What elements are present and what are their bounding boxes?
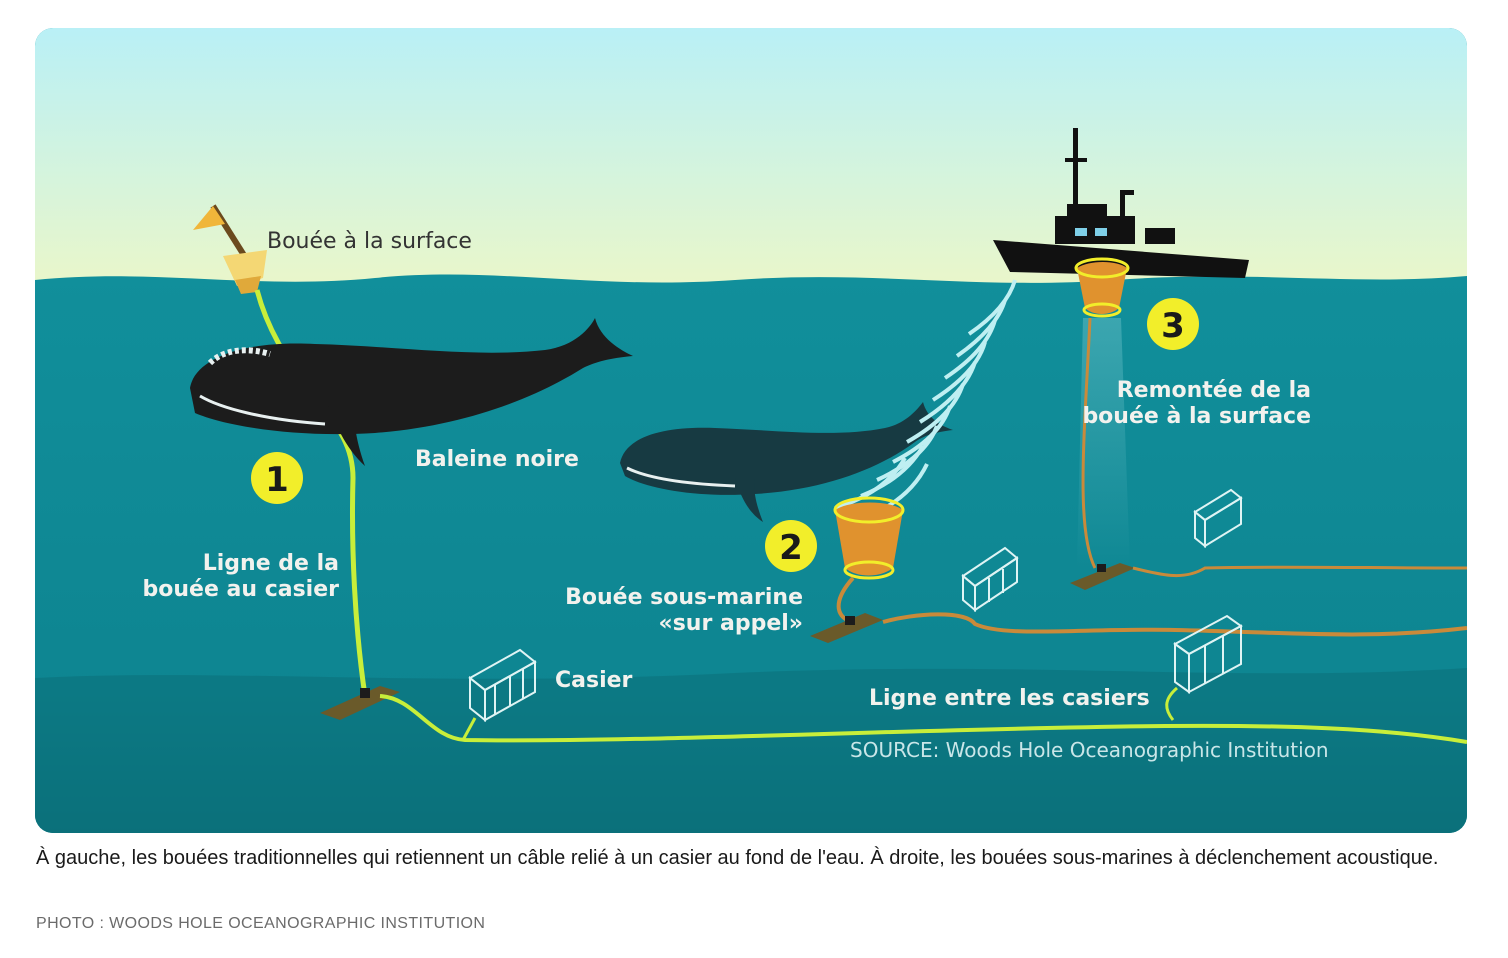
- trap-anchor-left: [320, 686, 400, 720]
- label-resurface-2: bouée à la surface: [1082, 404, 1311, 429]
- trap-anchor-right: [1070, 563, 1135, 590]
- trap-connector-left: [461, 717, 477, 741]
- boat-icon: [993, 128, 1249, 278]
- step-number-1: 1: [265, 460, 289, 500]
- surface-buoy-icon: [193, 204, 267, 294]
- bottom-line-green: [379, 694, 1467, 744]
- label-trap: Casier: [555, 668, 633, 693]
- trap-icon-left: [468, 648, 537, 723]
- resurface-line: [1081, 317, 1097, 569]
- diagram-figure: 1 2: [35, 28, 1467, 833]
- step-badge-2: [765, 520, 817, 572]
- trap-icon-right-upper: [1193, 488, 1243, 549]
- step-badge-1: [251, 452, 303, 504]
- right-line-orange: [1132, 565, 1467, 578]
- label-whale: Baleine noire: [415, 447, 579, 472]
- trap-anchor-middle: [810, 613, 883, 643]
- middle-line-orange: [882, 612, 1467, 637]
- trap-icon-right-lower: [1173, 614, 1243, 694]
- black-whale-icon: [190, 318, 633, 466]
- acoustic-waves: [834, 279, 1017, 526]
- subsea-buoy-icon: [833, 496, 905, 580]
- subsea-buoy-line: [836, 576, 855, 622]
- label-surface-buoy: Bouée à la surface: [267, 229, 472, 254]
- label-subsea-buoy-2: «sur appel»: [659, 611, 804, 636]
- label-resurface-1: Remontée de la: [1117, 378, 1311, 403]
- diagram-svg: 1 2: [35, 28, 1467, 833]
- step-number-2: 2: [779, 528, 803, 568]
- resurface-buoy-icon: [1074, 257, 1130, 318]
- seabed: [35, 668, 1467, 833]
- label-line-between-traps: Ligne entre les casiers: [869, 686, 1150, 711]
- figure-caption: À gauche, les bouées traditionnelles qui…: [36, 847, 1439, 869]
- photo-credit: PHOTO : WOODS HOLE OCEANOGRAPHIC INSTITU…: [36, 915, 486, 932]
- label-source: SOURCE: Woods Hole Oceanographic Institu…: [850, 738, 1329, 762]
- trap-connector-right: [1165, 686, 1179, 721]
- black-whale-small-icon: [620, 402, 953, 522]
- step-badge-3: [1147, 298, 1199, 350]
- resurface-beam: [1077, 318, 1130, 568]
- step-number-3: 3: [1161, 306, 1185, 346]
- label-buoy-line-2: bouée au casier: [143, 577, 340, 602]
- label-subsea-buoy-1: Bouée sous-marine: [565, 585, 803, 610]
- trap-icon-middle: [961, 546, 1019, 613]
- label-buoy-line-1: Ligne de la: [203, 551, 339, 576]
